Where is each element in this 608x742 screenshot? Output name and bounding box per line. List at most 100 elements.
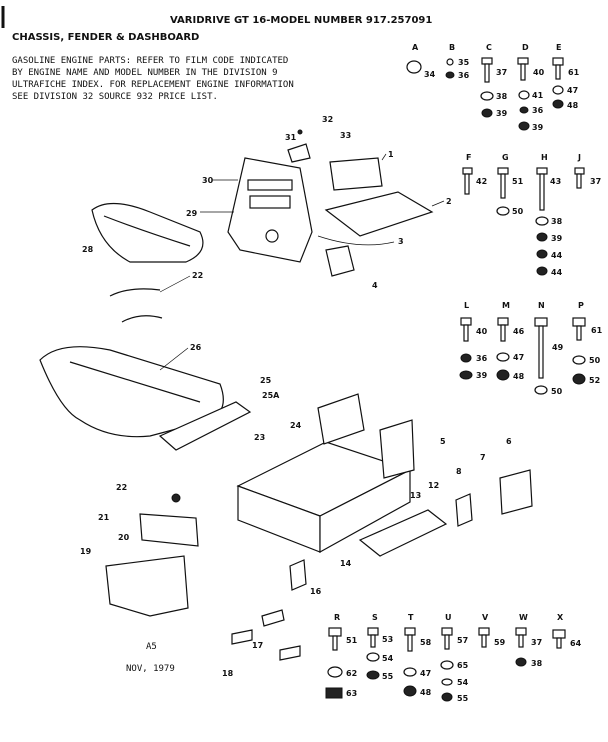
label-52: 52 bbox=[589, 376, 600, 385]
washer-e bbox=[552, 85, 564, 95]
label-19: 19 bbox=[80, 547, 92, 556]
label-31: 31 bbox=[285, 133, 297, 142]
washer-b bbox=[446, 58, 454, 66]
frame-front bbox=[319, 469, 411, 554]
label-17: 17 bbox=[252, 641, 263, 650]
washer-m bbox=[496, 352, 510, 362]
label-39: 39 bbox=[496, 109, 508, 118]
label-50: 50 bbox=[512, 207, 524, 216]
hardware-low: L M N P 40 36 39 46 47 48 49 50 61 50 52 bbox=[459, 301, 603, 396]
footrest-13 bbox=[358, 509, 448, 557]
washer-p bbox=[572, 355, 586, 365]
label-41: 41 bbox=[532, 91, 544, 100]
panel-19 bbox=[105, 555, 189, 617]
label-59: 59 bbox=[494, 638, 506, 647]
label-34: 34 bbox=[424, 70, 436, 79]
col-e: E bbox=[556, 43, 561, 52]
plate-2 bbox=[324, 191, 434, 237]
label-38: 38 bbox=[496, 92, 508, 101]
engine-note: GASOLINE ENGINE PARTS: REFER TO FILM COD… bbox=[12, 56, 294, 102]
bolt-head-p bbox=[572, 317, 586, 327]
label-22a: 22 bbox=[192, 271, 203, 280]
col-u: U bbox=[445, 613, 452, 622]
label-55b: 55 bbox=[457, 694, 469, 703]
label-1: 1 bbox=[388, 150, 394, 159]
washer-s bbox=[366, 652, 380, 662]
label-36b: 36 bbox=[532, 106, 544, 115]
label-36: 36 bbox=[458, 71, 470, 80]
label-26: 26 bbox=[190, 343, 202, 352]
label-21: 21 bbox=[98, 513, 110, 522]
label-2: 2 bbox=[446, 197, 452, 206]
nut-m bbox=[496, 369, 510, 381]
bracket-16 bbox=[289, 559, 307, 591]
label-37c: 37 bbox=[531, 638, 542, 647]
col-m: M bbox=[502, 301, 510, 310]
label-47c: 47 bbox=[420, 669, 431, 678]
label-50b: 50 bbox=[551, 387, 563, 396]
col-n: N bbox=[538, 301, 545, 310]
label-48c: 48 bbox=[420, 688, 432, 697]
bolt-head-w bbox=[515, 627, 527, 636]
bolt-shank-h bbox=[539, 173, 545, 211]
bolt-head-d bbox=[517, 57, 529, 65]
dash-slot-1 bbox=[247, 179, 293, 191]
col-f: F bbox=[466, 153, 471, 162]
label-61: 61 bbox=[568, 68, 580, 77]
note-line-4: SEE DIVISION 32 SOURCE 932 PRICE LIST. bbox=[12, 92, 218, 102]
fender-ridge bbox=[69, 361, 201, 403]
bolt-shank-c bbox=[484, 63, 490, 83]
label-50c: 50 bbox=[589, 356, 601, 365]
nut-p bbox=[572, 373, 586, 385]
bracket-33 bbox=[287, 143, 311, 163]
label-35: 35 bbox=[458, 58, 470, 67]
bolt-shank-j bbox=[576, 173, 582, 189]
label-40b: 40 bbox=[476, 327, 488, 336]
label-12: 12 bbox=[428, 481, 439, 490]
hardware-bottom: R S T U V W X 51 62 63 53 54 55 58 47 48… bbox=[325, 613, 582, 703]
front-assembly: 22 21 20 19 17 18 bbox=[80, 483, 301, 678]
col-t: T bbox=[408, 613, 414, 622]
label-58: 58 bbox=[420, 638, 432, 647]
washer-c bbox=[480, 91, 494, 101]
decal-1 bbox=[329, 157, 383, 191]
bolt-head-v bbox=[478, 627, 490, 636]
label-3: 3 bbox=[398, 237, 404, 246]
bolt-shank-r bbox=[332, 635, 338, 651]
block-r bbox=[325, 687, 343, 699]
nut-e bbox=[552, 99, 564, 109]
label-44b: 44 bbox=[551, 268, 563, 277]
label-39b: 39 bbox=[532, 123, 544, 132]
bolt-shank-u bbox=[444, 634, 450, 650]
note-line-1: GASOLINE ENGINE PARTS: REFER TO FILM COD… bbox=[12, 56, 288, 66]
label-5: 5 bbox=[440, 437, 446, 446]
bolt-shank-g bbox=[500, 173, 506, 199]
dash-slot-2 bbox=[249, 195, 291, 209]
label-39c: 39 bbox=[551, 234, 563, 243]
col-d: D bbox=[522, 43, 529, 52]
footer-code: A5 bbox=[146, 642, 157, 652]
plate-21 bbox=[139, 513, 199, 547]
dash-gauge bbox=[265, 229, 279, 243]
bolt-head-m bbox=[497, 317, 509, 326]
bolt-shank-m bbox=[500, 324, 506, 342]
col-v: V bbox=[482, 613, 489, 622]
label-47b: 47 bbox=[513, 353, 524, 362]
label-55: 55 bbox=[382, 672, 394, 681]
label-22b: 22 bbox=[116, 483, 127, 492]
bolt-head-e bbox=[552, 57, 564, 66]
label-51b: 51 bbox=[346, 636, 358, 645]
bolt-shank-x bbox=[556, 637, 562, 649]
bolt-shank-t bbox=[407, 634, 413, 652]
note-line-2: BY ENGINE NAME AND MODEL NUMBER IN THE D… bbox=[12, 68, 278, 78]
seat-assembly: 28 22 bbox=[82, 202, 204, 323]
label-46: 46 bbox=[513, 327, 525, 336]
bolt-shank-w bbox=[518, 634, 524, 648]
clip-17 bbox=[261, 609, 285, 627]
label-25a: 25A bbox=[262, 391, 280, 400]
seat bbox=[91, 202, 204, 263]
seat-contour bbox=[103, 215, 191, 247]
nut-u bbox=[441, 692, 453, 702]
label-36c: 36 bbox=[476, 354, 488, 363]
nut-c bbox=[481, 108, 493, 118]
